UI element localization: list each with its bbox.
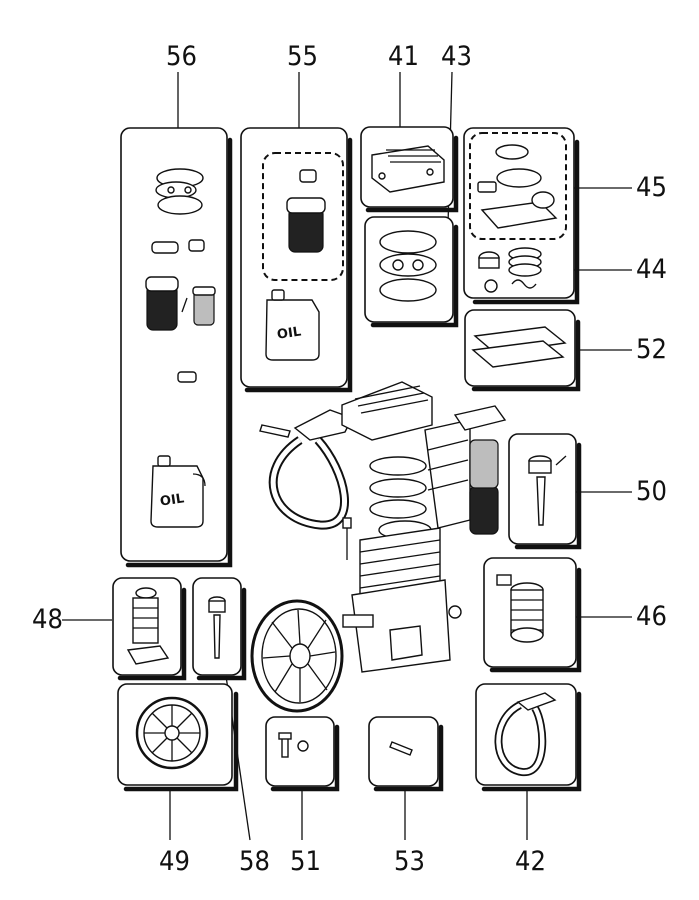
part-number-44: 44 (636, 254, 667, 285)
gasket-kit-45-44-box (463, 127, 580, 305)
part-number-55: 55 (287, 41, 318, 72)
oil-label-56: OIL (159, 491, 185, 509)
pin-53-box (368, 716, 444, 792)
kit-55-box: OIL (240, 127, 353, 393)
bolt-51-box (265, 716, 340, 792)
belt-guard-42-box (475, 683, 582, 792)
part-number-50: 50 (636, 476, 667, 507)
part-number-49: 49 (159, 846, 190, 877)
part-number-56: 56 (166, 41, 197, 72)
valve-plate-43-box (364, 216, 459, 328)
part-number-41: 41 (388, 41, 419, 72)
part-number-52: 52 (636, 334, 667, 365)
part-number-46: 46 (636, 601, 667, 632)
part-number-42: 42 (515, 846, 546, 877)
part-number-43: 43 (441, 41, 472, 72)
cylinder-46-box (483, 557, 582, 673)
cylinder-head-41-box (360, 126, 459, 213)
flywheel-49-box (117, 683, 239, 792)
piston-50-box (508, 433, 582, 550)
cylinder-48-box (112, 577, 187, 681)
part-number-45: 45 (636, 172, 667, 203)
gasket-52-box (464, 309, 581, 392)
leader-lines (62, 71, 632, 841)
kit-56-box: OIL (120, 127, 233, 568)
flywheel-large (250, 599, 344, 713)
part-number-48: 48 (32, 604, 63, 635)
piston-58-box (192, 577, 247, 681)
part-number-58: 58 (239, 846, 270, 877)
part-number-51: 51 (290, 846, 321, 877)
oil-label-55: OIL (276, 325, 302, 343)
part-number-53: 53 (394, 846, 425, 877)
compressor-pump-assembly (259, 381, 507, 673)
